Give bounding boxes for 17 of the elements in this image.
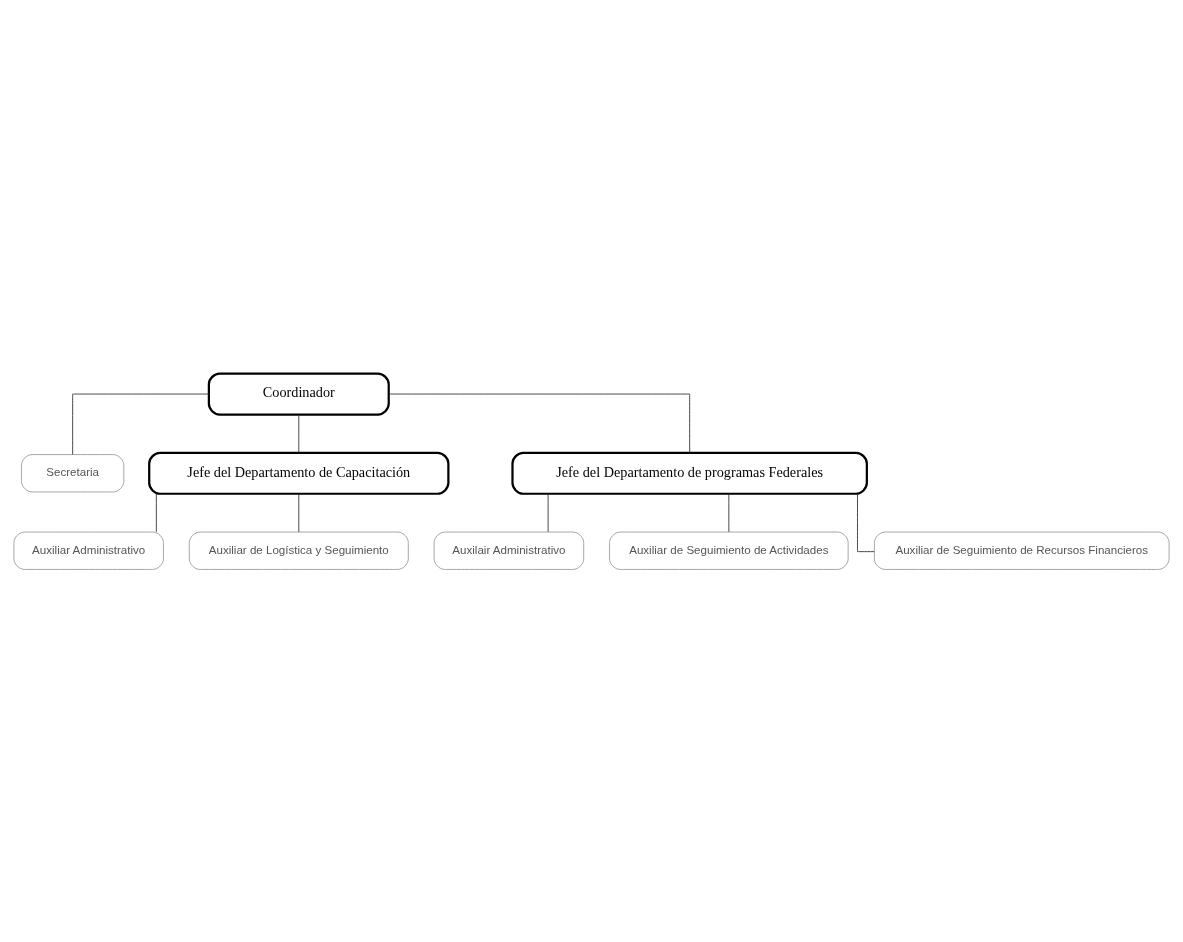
node-box: Jefe del Departamento de Capacitación — [148, 451, 450, 495]
node-box: Auxiliar Administrativo — [13, 531, 164, 570]
node-box: Coordinador — [207, 371, 390, 416]
connector — [728, 493, 730, 532]
node-box: Secretaria — [21, 453, 125, 492]
node-box: Jefe del Departamento de programas Federales — [511, 451, 868, 495]
connector — [388, 393, 691, 453]
connector — [298, 493, 300, 532]
connector — [547, 493, 549, 532]
connector — [857, 492, 875, 552]
node-box: Auxiliar de Seguimiento de Recursos Financieros — [873, 531, 1170, 570]
node-box: Auxiliar de Logística y Seguimiento — [188, 531, 409, 570]
connector — [155, 493, 157, 532]
connector — [72, 393, 210, 455]
connector — [298, 413, 300, 453]
node-box: Auxiliar de Seguimiento de Actividades — [609, 531, 849, 570]
node-box: Auxilair Administrativo — [433, 531, 585, 570]
